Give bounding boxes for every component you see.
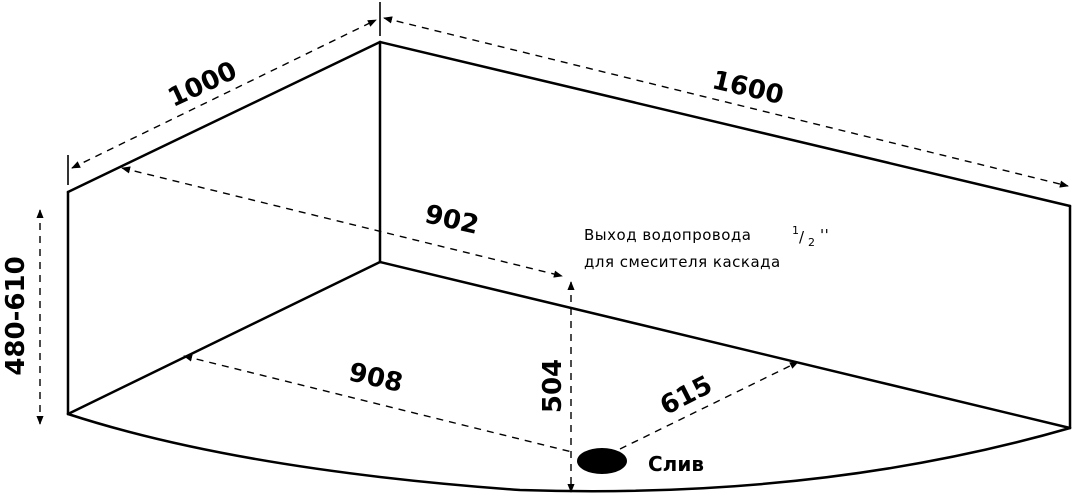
- dim-value-480-610: 480-610: [1, 256, 31, 375]
- dim-line-902: [121, 166, 563, 278]
- extension-ticks: [67, 2, 381, 185]
- inch-mark: '': [820, 226, 829, 244]
- fraction-numerator: 1: [792, 224, 799, 237]
- dim-value-1600: 1600: [709, 65, 786, 111]
- dim-line-1000: [71, 19, 377, 169]
- drain-hole: [577, 448, 627, 474]
- left-bottom-edge: [66, 260, 382, 416]
- dim-line-1600: [383, 16, 1069, 188]
- tub-outline: [66, 40, 1072, 493]
- dim-line-615: [619, 361, 799, 450]
- dim-value-615: 615: [655, 370, 717, 421]
- back-bottom-edge: [378, 260, 1072, 430]
- fraction-slash: /: [799, 228, 805, 246]
- drain-label: Слив: [648, 452, 704, 476]
- dim-value-902: 902: [422, 199, 482, 240]
- note-line-1: Выход водопровода: [584, 226, 751, 244]
- front-curved-edge: [66, 412, 1072, 493]
- dim-value-504: 504: [538, 359, 568, 413]
- note-line-1-text: Выход водопровода: [584, 226, 751, 244]
- water-outlet-note: Выход водопровода 1 / 2 '' для смесителя…: [584, 224, 829, 271]
- dim-line-908: [183, 354, 573, 453]
- fraction-denominator: 2: [808, 236, 815, 249]
- dim-value-908: 908: [346, 357, 406, 398]
- note-line-2: для смесителя каскада: [584, 253, 781, 271]
